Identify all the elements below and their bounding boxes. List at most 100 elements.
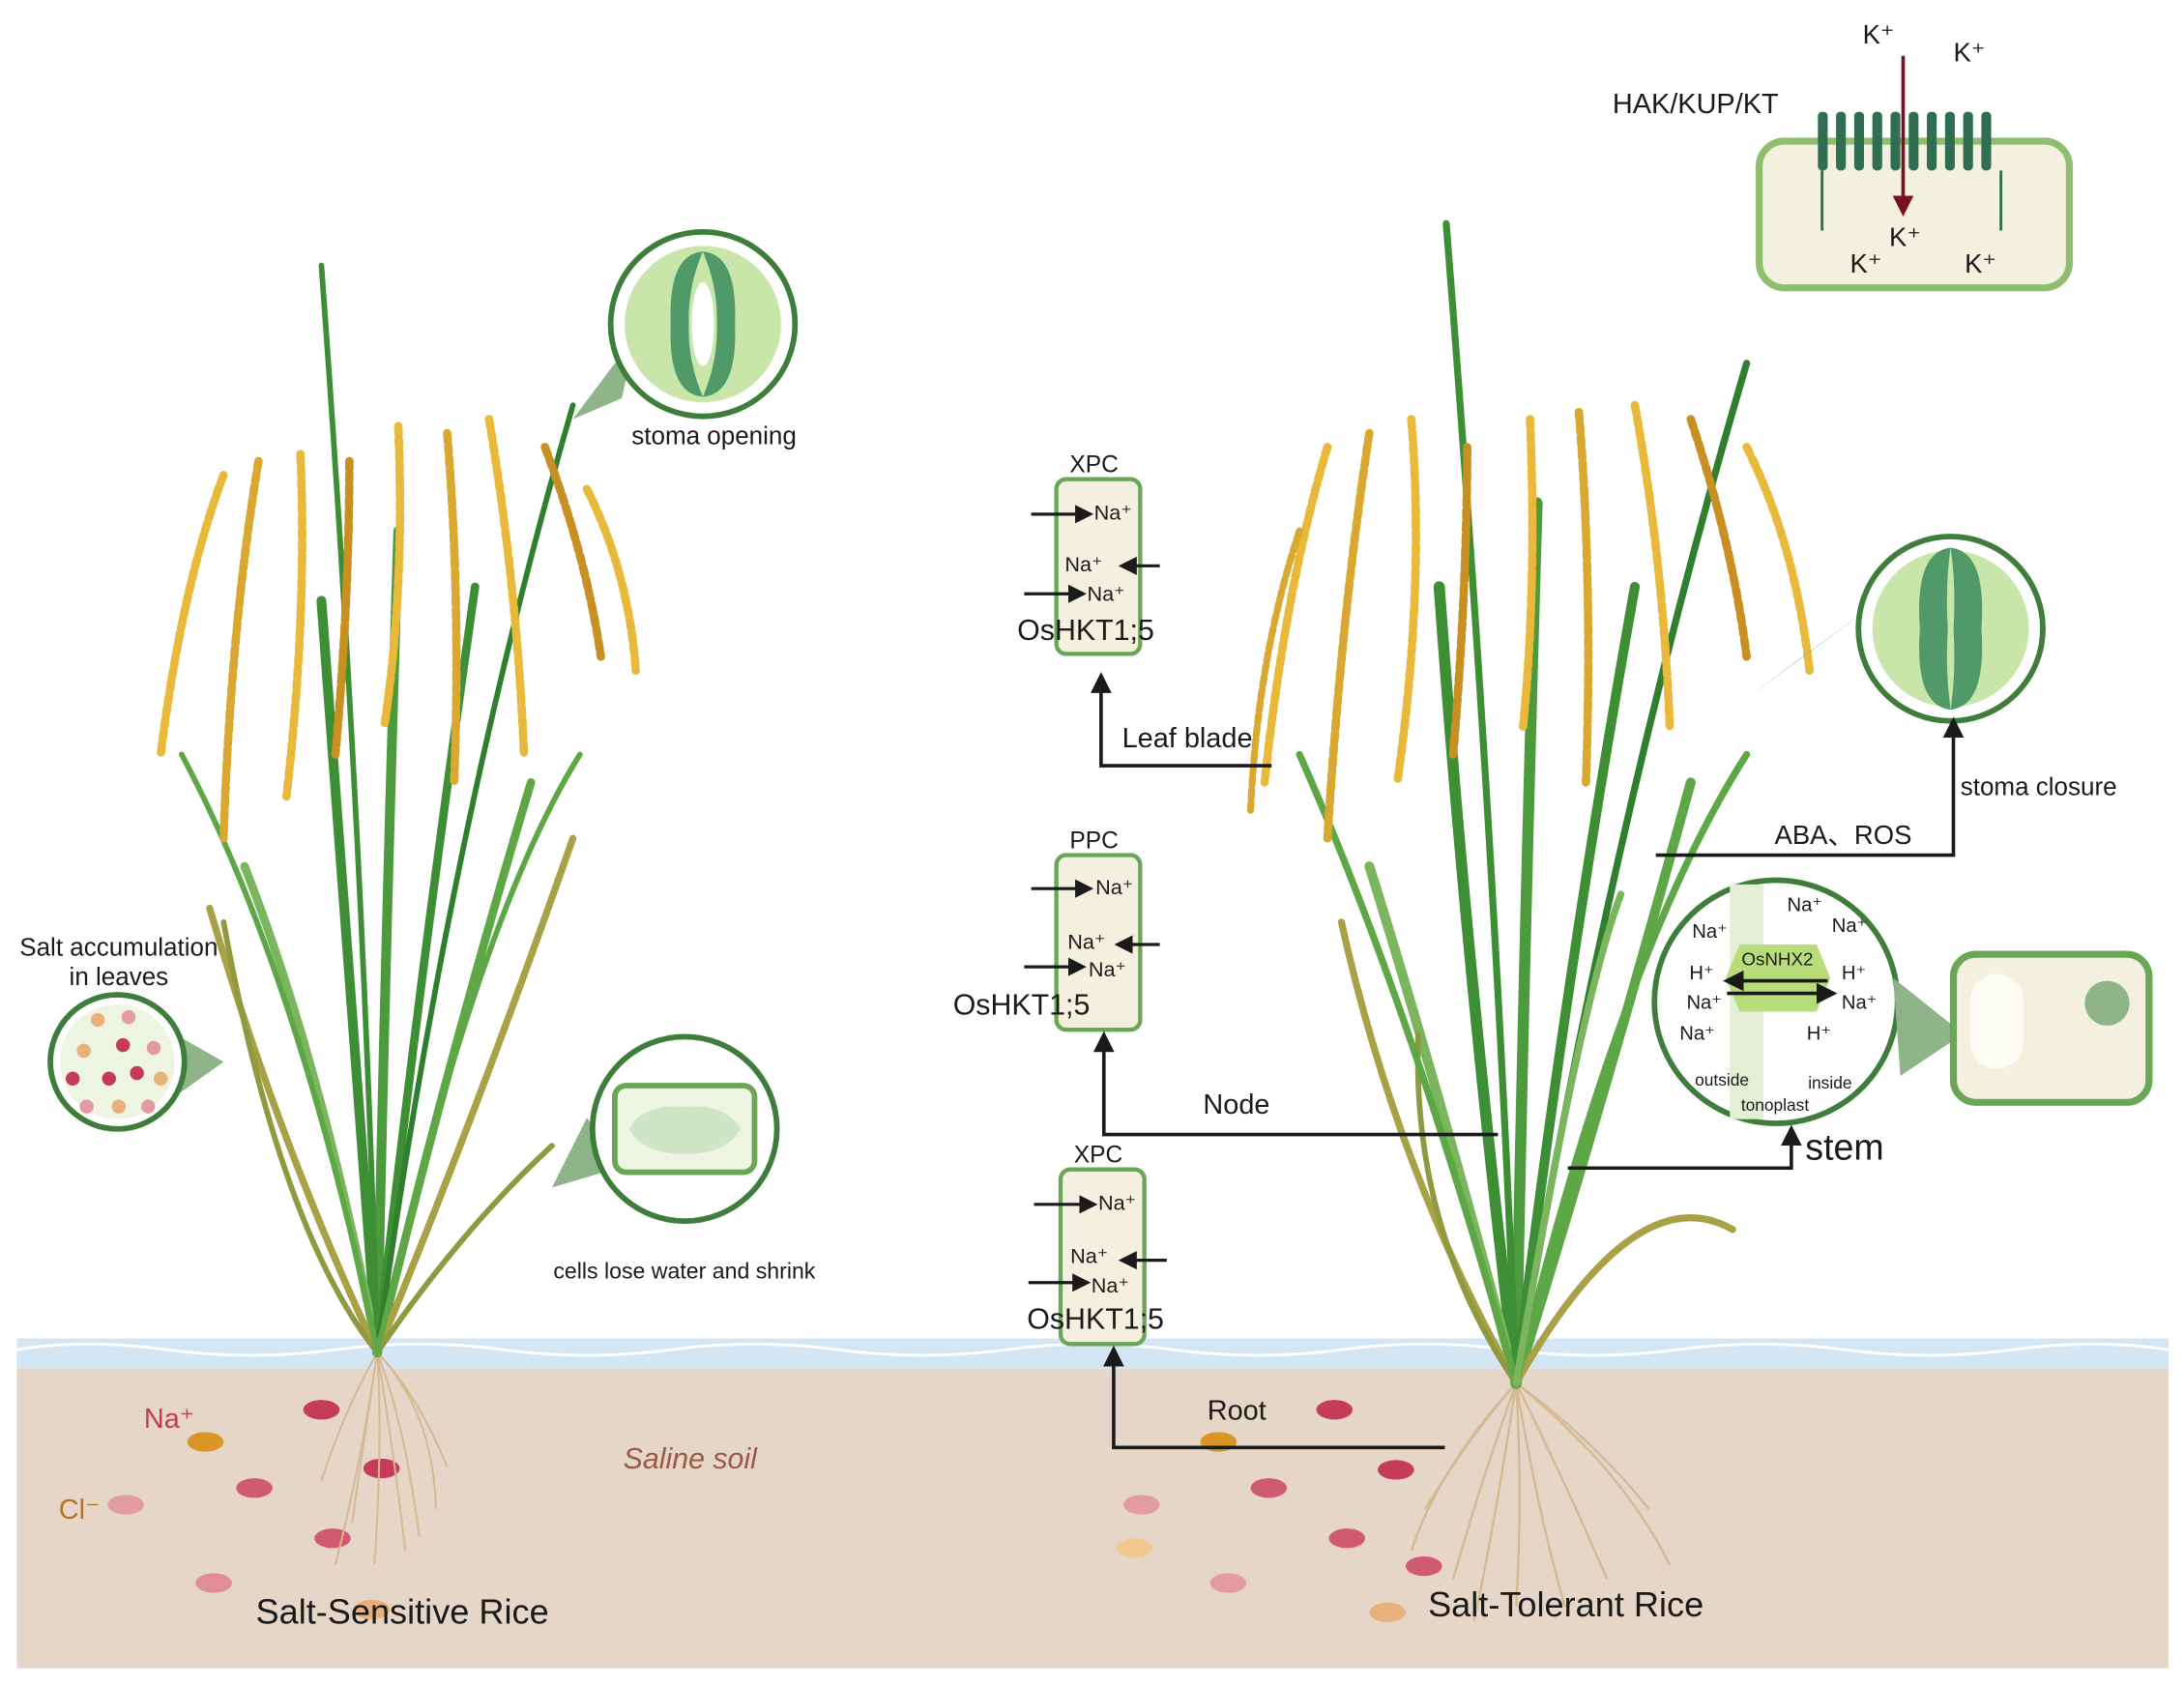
cell-shrink-callout: cells lose water and shrink [551, 1033, 816, 1283]
sodium-ion [1316, 1400, 1354, 1420]
sodium-ion [121, 1009, 136, 1025]
stoma-opening-label: stoma opening [631, 421, 797, 450]
node-pathway [1092, 1031, 1499, 1137]
stem-label: stem [1805, 1127, 1883, 1168]
stoma-closure-callout: ABA、ROS stoma closure [1655, 534, 2117, 857]
chloride-ion [1369, 1602, 1406, 1622]
guard-cell-right [702, 251, 736, 397]
stoma-closure-label: stoma closure [1961, 771, 2117, 800]
sodium-ion [314, 1528, 351, 1549]
shrunken-protoplast [628, 1106, 742, 1154]
sodium-ion [1378, 1460, 1414, 1480]
sodium-ion [115, 1037, 131, 1053]
k-outside-label: K⁺ [1863, 19, 1895, 49]
sodium-ion [195, 1573, 232, 1593]
root-na-label: Na⁺ [1070, 1244, 1108, 1268]
sodium-ion [140, 1099, 156, 1114]
salt-sensitive-label: Salt-Sensitive Rice [256, 1591, 549, 1631]
leaf-blade-label: Leaf blade [1122, 723, 1253, 754]
leaf-transporter-label: OsHKT1;5 [1017, 615, 1154, 647]
node-transporter-label: OsHKT1;5 [953, 989, 1091, 1021]
panicles [1246, 400, 1814, 843]
chloride-ion [353, 1599, 391, 1620]
k-inside-label: K⁺ [1889, 221, 1921, 251]
saline-soil-label: Saline soil [624, 1443, 759, 1475]
salt-sensitive-plant [156, 262, 640, 1565]
leaf-blade-pathway [1091, 672, 1272, 768]
node-na-label: Na⁺ [1095, 875, 1133, 899]
nucleus [2084, 980, 2130, 1026]
sodium-ion [107, 1495, 144, 1515]
k-inside-label: K⁺ [1850, 248, 1882, 278]
root-pathway [1103, 1345, 1445, 1450]
sodium-ion [76, 1043, 91, 1059]
vacuole [1969, 973, 2024, 1069]
tillers [179, 262, 583, 1358]
soil-layer: Saline soil Na⁺ Cl⁻ [16, 1338, 2169, 1669]
node-cell-title: PPC [1069, 828, 1118, 854]
leaf-na-label: Na⁺ [1094, 501, 1132, 525]
guard-cell-right [1950, 547, 1983, 711]
panicles [156, 415, 640, 843]
tonoplast-h-label: H⁺ [1842, 963, 1866, 984]
soil-cl-label: Cl⁻ [59, 1495, 101, 1525]
tonoplast-na-label: Na⁺ [1692, 921, 1728, 943]
sodium-ion [65, 1071, 80, 1086]
salt-tolerant-label: Salt-Tolerant Rice [1428, 1584, 1704, 1624]
sodium-ion [303, 1400, 340, 1420]
cell-shrink-label: cells lose water and shrink [553, 1258, 815, 1283]
stoma-pore-open [691, 281, 714, 366]
sodium-ion [153, 1071, 168, 1086]
na-transport-pathway: XPC Na⁺ Na⁺ Na⁺ OsHKT1;5 PPC Na⁺ Na⁺ Na⁺… [953, 452, 1499, 1450]
soil-na-label: Na⁺ [144, 1404, 194, 1435]
root-label: Root [1208, 1395, 1267, 1426]
tonoplast-na-label: Na⁺ [1832, 915, 1868, 937]
node-na-label: Na⁺ [1089, 957, 1126, 981]
node-na-label: Na⁺ [1067, 929, 1105, 953]
node-label: Node [1203, 1089, 1269, 1120]
sodium-ion [1250, 1478, 1288, 1498]
sodium-ion [111, 1099, 127, 1114]
sodium-ion [102, 1071, 116, 1086]
stoma-opening-callout: stoma opening [572, 229, 799, 450]
root-transporter-label: OsHKT1;5 [1027, 1303, 1164, 1335]
root-cell-title: XPC [1074, 1142, 1122, 1168]
salt-accumulation-label-2: in leaves [70, 962, 169, 991]
salt-accumulation-label-1: Salt accumulation [19, 933, 218, 962]
sodium-ion [363, 1458, 400, 1479]
sodium-ion [130, 1065, 144, 1081]
inside-label: inside [1808, 1073, 1851, 1092]
k-uptake-cell: HAK/KUP/KT K⁺ K⁺ K⁺ K⁺ K⁺ [1613, 19, 2074, 292]
tonoplast-h-label: H⁺ [1807, 1023, 1831, 1044]
sodium-ion [90, 1012, 105, 1028]
tonoplast-na-label: Na⁺ [1842, 992, 1878, 1013]
tonoplast-h-label: H⁺ [1689, 963, 1713, 984]
osnhx2-label: OsNHX2 [1741, 949, 1813, 970]
guard-cell-left [670, 251, 703, 397]
tonoplast-na-label: Na⁺ [1679, 1023, 1715, 1044]
guard-cell-left [1919, 547, 1951, 711]
salt-tolerant-plant [1246, 219, 1814, 1621]
tonoplast-na-label: Na⁺ [1686, 992, 1722, 1013]
k-outside-label: K⁺ [1954, 38, 1986, 68]
k-inside-label: K⁺ [1965, 248, 1996, 278]
sodium-ion [1209, 1573, 1247, 1593]
sodium-ion [1405, 1556, 1442, 1577]
root-na-label: Na⁺ [1092, 1273, 1129, 1297]
hak-kup-kt-label: HAK/KUP/KT [1613, 89, 1779, 120]
node-ppc-cell: PPC Na⁺ Na⁺ Na⁺ OsHKT1;5 [953, 828, 1160, 1032]
soil-ions [107, 1400, 1442, 1622]
leaf-xpc-cell: XPC Na⁺ Na⁺ Na⁺ OsHKT1;5 [1017, 452, 1160, 656]
hak-kup-kt-transporter [1818, 111, 1992, 171]
sodium-ion [79, 1099, 94, 1114]
root-xpc-cell: XPC Na⁺ Na⁺ Na⁺ OsHKT1;5 [1027, 1142, 1167, 1347]
leaf-cell-title: XPC [1069, 452, 1118, 479]
chloride-ion [187, 1432, 224, 1452]
tonoplast-callout: OsNHX2 Na⁺ Na⁺ Na⁺ H⁺ H⁺ Na⁺ Na⁺ Na⁺ H⁺ … [1567, 877, 2153, 1171]
root-na-label: Na⁺ [1098, 1191, 1136, 1215]
leaf-na-label: Na⁺ [1087, 581, 1124, 605]
sodium-ion [236, 1478, 273, 1498]
roots [1410, 1381, 1672, 1621]
aba-ros-label: ABA、ROS [1775, 820, 1912, 850]
